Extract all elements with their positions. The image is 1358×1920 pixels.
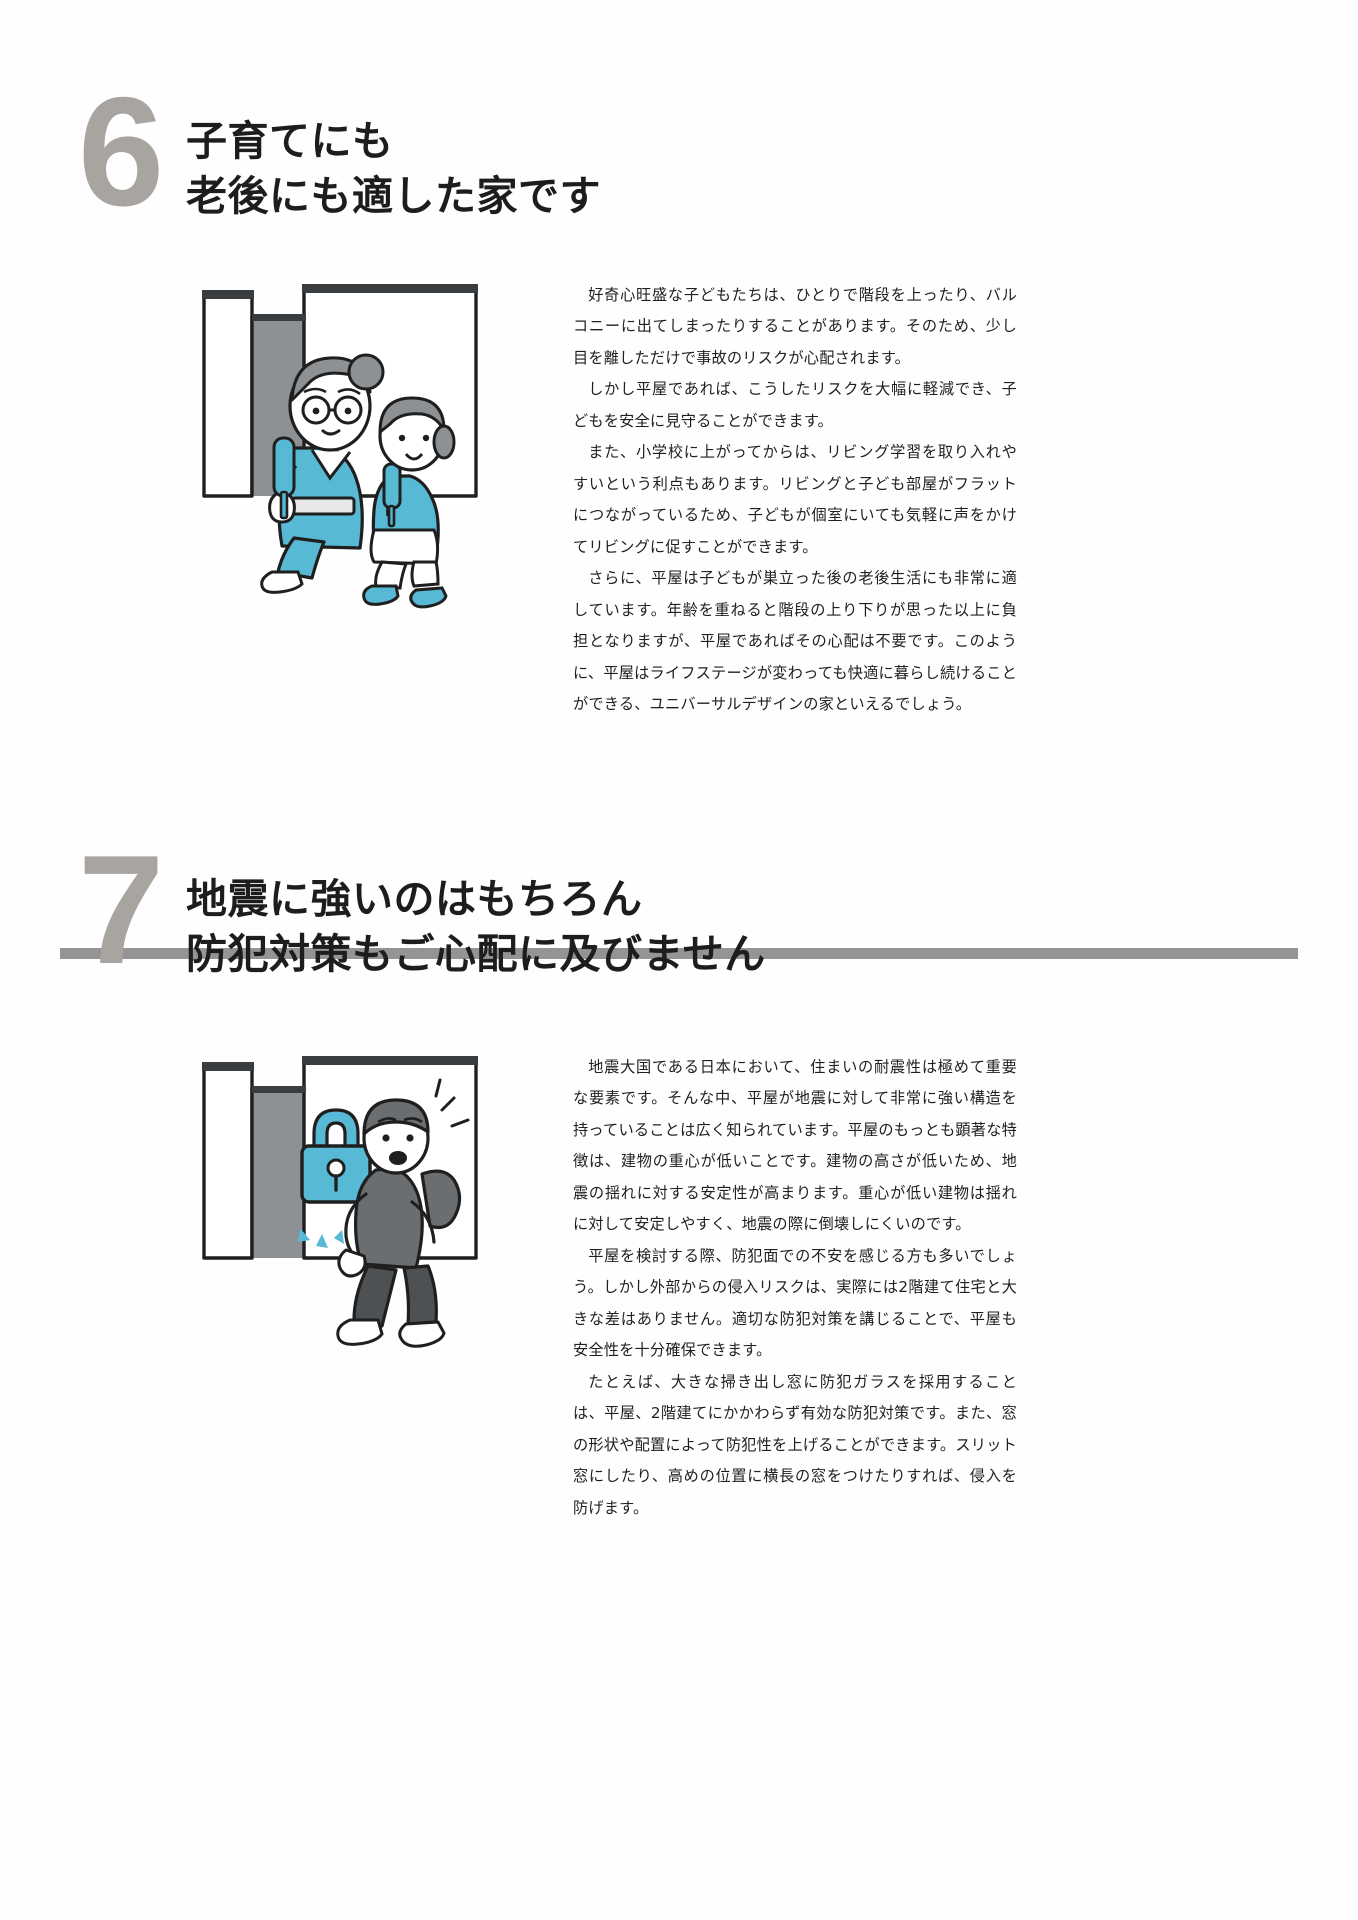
paragraph: また、小学校に上がってからは、リビング学習を取り入れやすいという利点もあります。… [573,443,1017,556]
section-7-body: 地震大国である日本において、住まいの耐震性は極めて重要な要素です。そんな中、平屋… [0,1052,1358,1522]
paragraph: 平屋を検討する際、防犯面での不安を感じる方も多いでしょう。しかし外部からの侵入リ… [573,1246,1017,1360]
paragraph: しかし平屋であれば、こうしたリスクを大幅に軽減でき、子どもを安全に見守ることがで… [573,380,1017,430]
section-number-badge: 7 [78,823,164,996]
section-heading: 地震に強いのはもちろん 防犯対策もご心配に及びません [186,875,766,978]
section-7-header: 7 地震に強いのはもちろん 防犯対策もご心配に及びません [78,832,1358,1000]
section-number-badge: 6 [78,65,164,238]
paragraph: たとえば、大きな掃き出し窓に防犯ガラスを採用することは、平屋、2階建てにかかわら… [573,1372,1017,1517]
section-6: 6 子育てにも 老後にも適した家です [0,74,1358,713]
burglar-and-lock-illustration [190,1052,520,1382]
section-7: 7 地震に強いのはもちろん 防犯対策もご心配に及びません [0,832,1358,1522]
section-7-prose: 地震大国である日本において、住まいの耐震性は極めて重要な要素です。そんな中、平屋… [573,1052,1017,1524]
section-6-prose: 好奇心旺盛な子どもたちは、ひとりで階段を上ったり、バルコニーに出てしまったりする… [573,280,1017,721]
section-6-body: 好奇心旺盛な子どもたちは、ひとりで階段を上ったり、バルコニーに出てしまったりする… [0,280,1358,713]
section-6-header: 6 子育てにも 老後にも適した家です [78,74,1358,236]
section-divider [60,948,1298,959]
paragraph: 地震大国である日本において、住まいの耐震性は極めて重要な要素です。そんな中、平屋… [573,1058,1017,1234]
paragraph: 好奇心旺盛な子どもたちは、ひとりで階段を上ったり、バルコニーに出てしまったりする… [573,286,1017,367]
grandmother-and-child-illustration [190,280,520,610]
section-heading: 子育てにも 老後にも適した家です [186,117,601,220]
paragraph: さらに、平屋は子どもが巣立った後の老後生活にも非常に適しています。年齢を重ねると… [573,569,1017,714]
